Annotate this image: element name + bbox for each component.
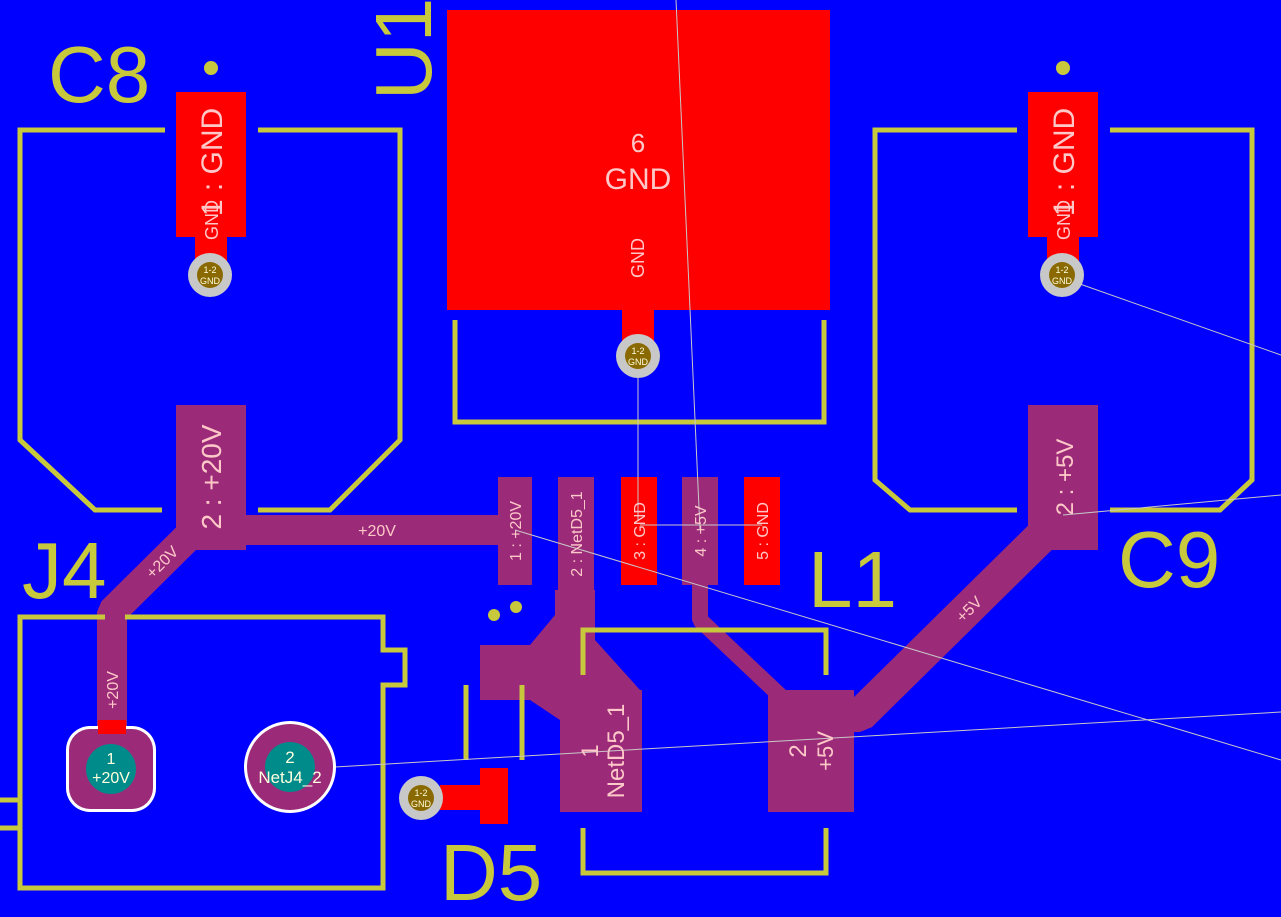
c8-pad2[interactable] — [176, 405, 246, 550]
c9-pad2[interactable] — [1028, 405, 1098, 550]
via-u1[interactable]: 1-2 GND — [616, 334, 660, 378]
c9-pad2-label: 2 : +5V — [1052, 439, 1079, 516]
u1-pin2[interactable] — [558, 477, 594, 592]
j4-pad1-net-label: +20V — [92, 770, 130, 787]
ratsnest-line — [514, 529, 1281, 761]
u1-pin5-label: 5 : GND — [755, 502, 772, 560]
ratsnest-line — [1062, 494, 1281, 516]
l1-pad2-net-label: +5V — [813, 731, 838, 771]
u1-pad6-number: 6 — [631, 128, 645, 158]
c9-pad1[interactable] — [1028, 92, 1098, 237]
j4-pad2-net-label: NetJ4_2 — [258, 768, 321, 787]
c9-outline-left — [872, 127, 1017, 513]
u1-pin1-label: 1 : +20V — [508, 501, 525, 561]
svg-text:GND: GND — [411, 799, 432, 809]
c8-pad1-label: 1 : GND — [196, 108, 229, 216]
j4-pad2-number: 2 — [285, 748, 294, 767]
d5-marker-1 — [488, 609, 500, 621]
d5-marker-2 — [510, 601, 522, 613]
svg-text:1-2: 1-2 — [1055, 265, 1068, 275]
silkscreen — [0, 61, 1255, 891]
designator-j4[interactable]: J4 — [22, 526, 107, 615]
svg-text:1-2: 1-2 — [203, 265, 216, 275]
svg-text:1-2: 1-2 — [631, 346, 644, 356]
designator-c9[interactable]: C9 — [1118, 515, 1220, 604]
c8-pad1-net-label: GND — [202, 200, 222, 240]
l1-outline-top — [580, 627, 829, 675]
c8-pin1-marker — [204, 61, 218, 75]
designator-c8[interactable]: C8 — [48, 30, 150, 119]
l1-pad1[interactable] — [560, 690, 642, 812]
designator-d5[interactable]: D5 — [440, 828, 542, 917]
ratsnest-line — [334, 711, 1281, 768]
track-label-plus20v-main: +20V — [358, 523, 396, 540]
j4-outline — [17, 614, 408, 891]
u1-pad6[interactable] — [447, 10, 830, 310]
svg-text:GND: GND — [200, 276, 221, 286]
l1-pad2-number: 2 — [785, 744, 812, 757]
ratsnest-line — [1062, 277, 1281, 356]
c9-pin1-marker — [1056, 61, 1070, 75]
u1-pin4[interactable] — [682, 477, 718, 585]
designator-l1[interactable]: L1 — [808, 535, 897, 624]
c9-outline-right — [1110, 127, 1255, 513]
u1-pin4-label: 4 : +5V — [693, 505, 710, 556]
ratsnest — [334, 0, 1281, 768]
vias: 1-2 GND 1-2 GND 1-2 GND 1-2 GND — [188, 253, 1084, 820]
designators: C8 U1 C9 J4 L1 D5 — [22, 0, 1220, 917]
via-c9[interactable]: 1-2 GND — [1040, 253, 1084, 297]
via-d5[interactable]: 1-2 GND — [399, 776, 443, 820]
u1-pad6-net-small: GND — [628, 238, 648, 278]
j4-pad2[interactable] — [265, 742, 315, 792]
j4-pad1-number: 1 — [107, 751, 116, 768]
c9-pad1-label: 1 : GND — [1048, 108, 1081, 216]
j4-pad1-top-stub — [98, 720, 126, 734]
l1-pad1-number: 1 — [577, 744, 604, 757]
c8-outline-left — [17, 127, 165, 513]
c8-pad1[interactable] — [176, 92, 246, 237]
u1-pin5[interactable] — [744, 477, 780, 585]
c8-outline-right — [258, 127, 403, 513]
u1-pad6-net-label: GND — [605, 163, 672, 196]
j4-pads — [66, 720, 336, 813]
l1-pad2[interactable] — [768, 690, 854, 812]
u1-pin3-label: 3 : GND — [632, 502, 649, 560]
via-c8[interactable]: 1-2 GND — [188, 253, 232, 297]
ratsnest-line — [675, 0, 701, 531]
l1-outline-bottom — [580, 828, 829, 876]
designator-u1[interactable]: U1 — [359, 0, 448, 100]
c9-pad1-net-label: GND — [1054, 200, 1074, 240]
u1-outline — [452, 320, 827, 425]
d5-pad[interactable] — [480, 768, 508, 824]
c8-pad2-label: 2 : +20V — [196, 424, 227, 529]
j4-pad1[interactable] — [86, 744, 136, 794]
svg-text:GND: GND — [1052, 276, 1073, 286]
u1-pin1[interactable] — [498, 477, 532, 585]
svg-text:1-2: 1-2 — [414, 788, 427, 798]
svg-text:GND: GND — [628, 357, 649, 367]
u1-pin2-label: 2 : NetD5_1 — [569, 491, 586, 576]
bottom-pads — [176, 405, 1098, 812]
track-label-plus20v-vert: +20V — [105, 671, 122, 709]
l1-pad1-net-label: NetD5_1 — [603, 704, 630, 799]
pad-labels: 1 : GND GND 2 : +20V 1 : GND GND 2 : +5V… — [92, 108, 1081, 799]
